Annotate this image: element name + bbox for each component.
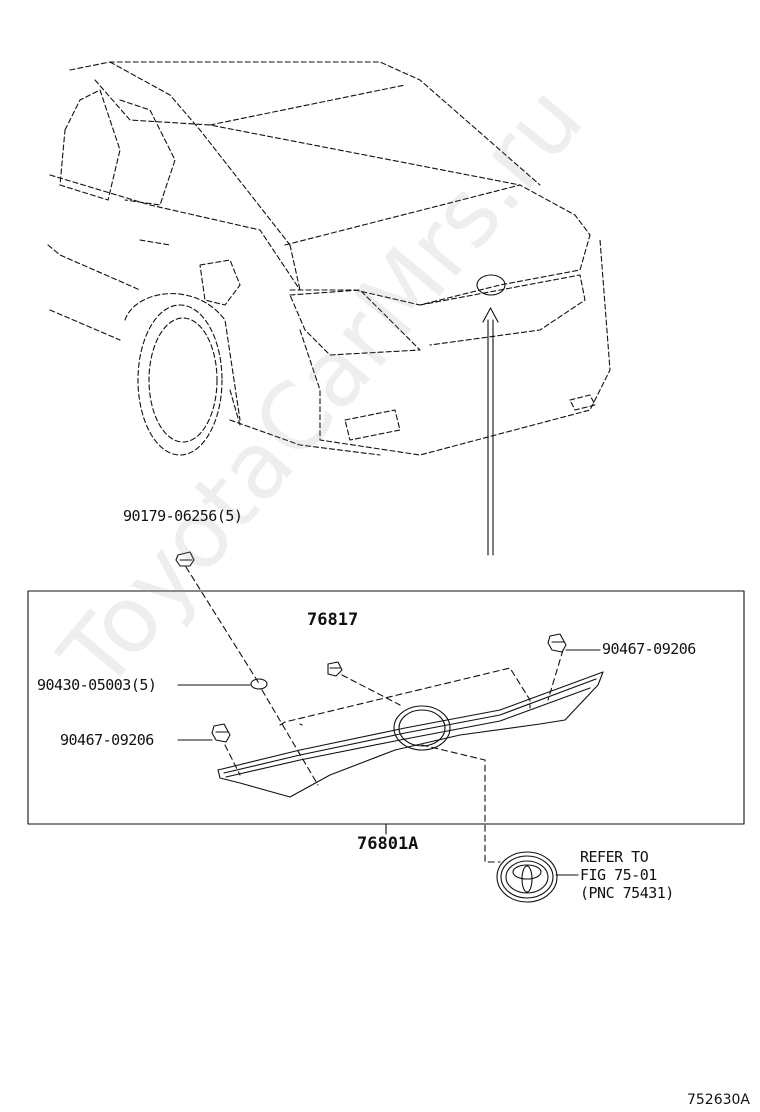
refer-line-2: FIG 75-01 — [580, 866, 657, 884]
label-76817: 76817 — [307, 610, 359, 630]
washer-90430-icon — [250, 678, 268, 690]
refer-line-1: REFER TO — [580, 848, 649, 866]
figure-code: 752630A — [686, 1092, 750, 1108]
parts-frame — [27, 590, 745, 825]
clip-90179-icon — [175, 551, 195, 567]
leader-lines — [185, 566, 564, 863]
label-90467-09206-left: 90467-09206 — [60, 731, 154, 749]
label-76801A: 76801A — [357, 834, 419, 854]
label-90430-05003: 90430-05003(5) — [37, 676, 157, 694]
label-90467-09206-right: 90467-09206 — [602, 640, 696, 658]
label-90179-06256: 90179-06256(5) — [123, 507, 243, 525]
clip-90467-right-icon — [547, 633, 567, 653]
locator-arrow — [482, 307, 499, 556]
car-emblem-icon — [476, 274, 506, 296]
garnish-part — [217, 671, 604, 798]
car-rear-outline — [47, 61, 611, 456]
clip-90467-left-icon — [211, 723, 231, 743]
refer-line-3: (PNC 75431) — [580, 884, 674, 902]
nut-76817-icon — [327, 661, 343, 677]
toyota-emblem-icon — [496, 851, 558, 903]
